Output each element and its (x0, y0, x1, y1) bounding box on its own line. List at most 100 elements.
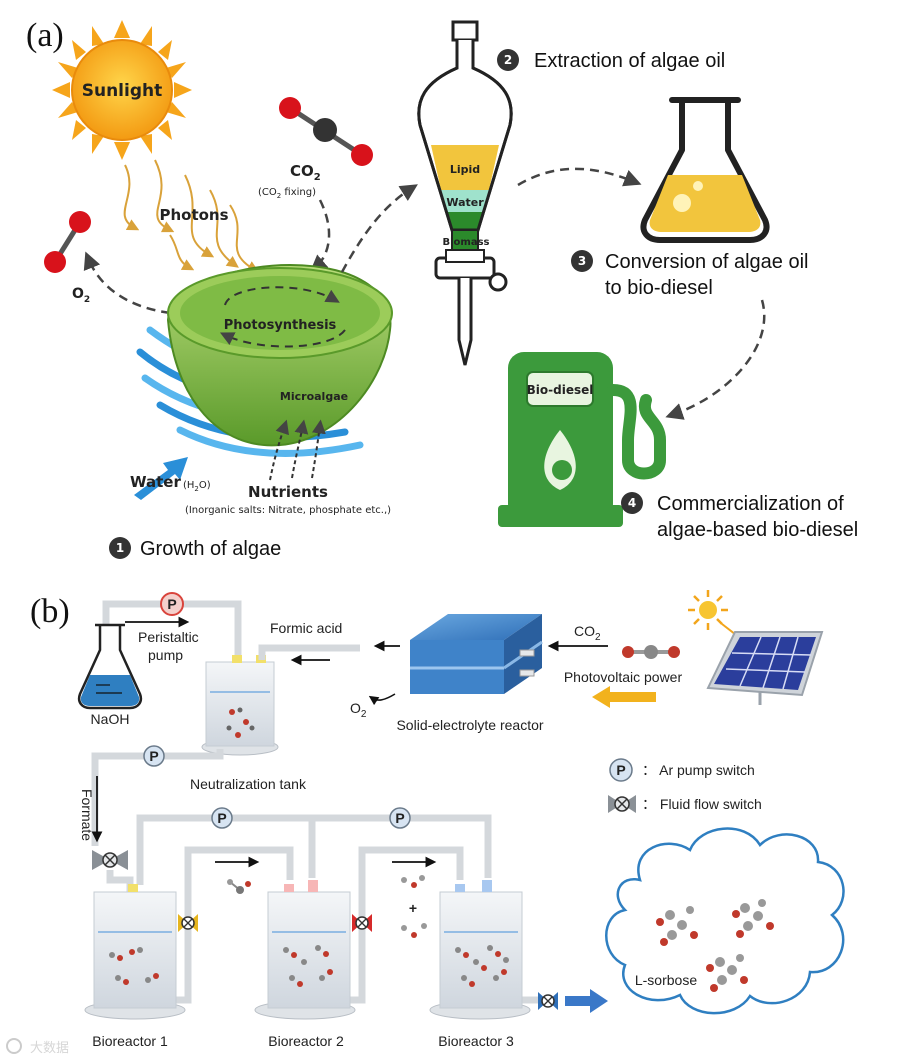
fluid-valve-3-icon (352, 914, 372, 932)
microalgae-dish-icon (166, 263, 393, 447)
ar-gas-manifold (136, 814, 492, 885)
microalgae-label: Microalgae (280, 390, 348, 403)
bio-diesel-sign: Bio-diesel (527, 383, 594, 397)
pv-power-arrow (592, 686, 656, 708)
co2-molecule-icon (279, 97, 373, 166)
photosynthesis-cycle-arrows (219, 286, 346, 348)
fluid-valve-2-icon (178, 914, 198, 932)
naoh-label: NaOH (91, 711, 130, 727)
panel-a: (a) Sunlight (26, 17, 858, 560)
formate-label: Formate (79, 789, 95, 841)
naoh-flask-icon (77, 623, 143, 710)
bioreactor-1-label: Bioreactor 1 (92, 1033, 168, 1049)
legend-pump-text: ： Ar pump switch (642, 762, 755, 778)
formic-acid-label: Formic acid (270, 620, 342, 636)
o2-label: O2 (72, 286, 90, 305)
peristaltic-pump-symbol: P (167, 596, 176, 612)
reactor-label: Solid-electrolyte reactor (396, 717, 543, 733)
fluid-valve-4-icon (538, 992, 558, 1010)
l-sorbose-label: L-sorbose (635, 972, 697, 988)
fluid-valve-1-icon (92, 850, 128, 870)
peristaltic-label-line-2: pump (148, 647, 183, 663)
extraction-arrow (340, 184, 418, 273)
water-formula-label: (H2O) (183, 480, 211, 493)
water-inflow-arrow (134, 457, 188, 500)
product-cloud-shape (605, 827, 845, 1015)
step-4-number: 4 (628, 496, 636, 510)
neutralization-tank-icon (201, 655, 279, 756)
water-layer-label: Water (446, 196, 484, 209)
step-1-badge (109, 537, 131, 559)
ar-pump-3-icon (389, 807, 411, 829)
o2-outflow-label: O2 (350, 700, 367, 720)
co2-molecule-small-icon (622, 645, 680, 659)
neutralization-tank-label: Neutralization tank (190, 776, 307, 792)
peristaltic-pump-icon (160, 592, 184, 616)
panel-b-label: (b) (30, 593, 70, 630)
watermark: 大数据 (6, 1038, 69, 1056)
legend-pump-symbol: P (616, 762, 625, 778)
o2-molecule-icon (44, 211, 91, 273)
conversion-arrow (517, 167, 642, 187)
biomass-label: Biomass (443, 237, 490, 248)
sun-icon (52, 20, 192, 160)
photon-rays (123, 159, 260, 273)
step-3-label-line-1: Conversion of algae oil (605, 251, 808, 273)
pv-power-label: Photovoltaic power (564, 669, 683, 685)
photons-label: Photons (159, 206, 228, 224)
step-3-badge (571, 250, 593, 272)
ar-pump-1-symbol: P (149, 748, 158, 764)
ar-pump-3-symbol: P (395, 810, 404, 826)
l-sorbose-molecule-icons (656, 899, 774, 992)
step-4-label-line-1: Commercialization of (657, 493, 844, 515)
step-1-label: Growth of algae (140, 538, 281, 560)
intermediate-molecule-1-icon (227, 879, 251, 894)
nutrients-label: Nutrients (248, 483, 328, 501)
nutrients-detail-label: (Inorganic salts: Nitrate, phosphate etc… (185, 505, 391, 516)
intermediate-molecule-2-icon (401, 875, 427, 938)
bioreactor-3-label: Bioreactor 3 (438, 1033, 514, 1049)
transfer-pipes (176, 846, 540, 1004)
step-2-label: Extraction of algae oil (534, 50, 725, 72)
co2-label: CO2 (290, 162, 321, 183)
ar-pump-2-icon (211, 807, 233, 829)
sunlight-label: Sunlight (82, 81, 163, 101)
step-4-badge (621, 492, 643, 514)
legend-pump-icon (609, 758, 633, 782)
water-label: Water (130, 473, 181, 491)
sun-small-icon (688, 590, 741, 639)
legend: P ： Ar pump switch ： Fluid flow switch (608, 758, 762, 813)
product-outflow-arrow (565, 989, 608, 1013)
step-2-badge (497, 49, 519, 71)
pipe-to-bioreactor-1 (106, 870, 134, 892)
legend-valve-icon (608, 795, 636, 813)
solid-electrolyte-reactor-icon (410, 614, 543, 694)
ar-pump-2-symbol: P (217, 810, 226, 826)
photosynthesis-label: Photosynthesis (224, 318, 337, 333)
legend-valve-text: ： Fluid flow switch (642, 796, 762, 812)
bioreactor-2-icon (254, 880, 356, 1020)
co2-input-label: CO2 (574, 623, 601, 643)
plus-sign: + (409, 900, 417, 916)
bioreactor-2-label: Bioreactor 2 (268, 1033, 344, 1049)
co2-fixing-label: (CO2 fixing) (258, 187, 316, 200)
separatory-funnel-icon (417, 20, 513, 366)
solar-panel-icon (706, 631, 824, 705)
step-2-number: 2 (504, 53, 512, 67)
erlenmeyer-flask-icon (640, 97, 770, 243)
fuel-pump-icon (498, 352, 666, 527)
panel-a-label: (a) (26, 17, 64, 54)
bioreactor-3-icon (429, 880, 531, 1020)
step-3-label-line-2: to bio-diesel (605, 277, 713, 299)
co2-arrow (309, 199, 331, 273)
ar-pump-1-icon (143, 745, 165, 767)
lipid-label: Lipid (450, 163, 480, 176)
nutrient-arrows (269, 419, 326, 481)
formic-acid-pipe (258, 644, 360, 660)
step-3-number: 3 (578, 254, 586, 268)
step-4-label-line-2: algae-based bio-diesel (657, 519, 858, 541)
panel-b: (b) P Peristaltic pump NaOH Neu (30, 590, 845, 1049)
commercialization-arrow (665, 299, 766, 420)
step-1-number: 1 (116, 541, 124, 555)
